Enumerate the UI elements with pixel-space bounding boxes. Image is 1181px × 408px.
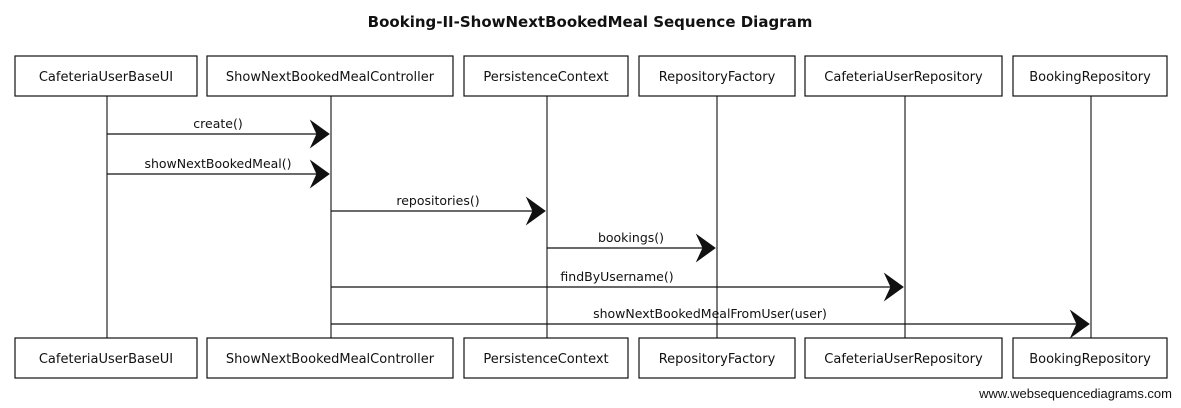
participant-box [206, 337, 454, 379]
participant-cafeteria-user-repository-bottom: CafeteriaUserRepository [804, 337, 1003, 379]
participant-cafeteria-user-base-ui-bottom: CafeteriaUserBaseUI [14, 337, 198, 379]
participant-box [804, 337, 1003, 379]
arrowhead-icon [309, 119, 330, 149]
participants-top: CafeteriaUserBaseUI ShowNextBookedMealCon… [14, 55, 1168, 97]
participant-label: PersistenceContext [483, 352, 608, 367]
participant-persistence-context-top: PersistenceContext [463, 55, 629, 97]
message-create: create() [107, 116, 330, 149]
message-label: repositories() [396, 193, 479, 208]
arrowhead-icon [695, 233, 716, 263]
messages: create() showNextBookedMeal() repositories… [107, 116, 1090, 339]
participant-label: CafeteriaUserBaseUI [39, 352, 173, 367]
arrowhead-icon [309, 159, 330, 189]
arrowhead-icon [525, 196, 546, 226]
participant-booking-repository-top: BookingRepository [1012, 55, 1168, 97]
participant-repository-factory-top: RepositoryFactory [638, 55, 796, 97]
participant-box [1012, 55, 1168, 97]
message-label: bookings() [598, 230, 664, 245]
participant-label: CafeteriaUserRepository [824, 352, 983, 367]
participant-label: RepositoryFactory [659, 70, 776, 85]
participant-label: BookingRepository [1029, 352, 1151, 367]
message-label: create() [193, 116, 242, 131]
participant-show-next-booked-meal-controller-top: ShowNextBookedMealController [206, 55, 454, 97]
participant-label: ShowNextBookedMealController [226, 70, 435, 85]
participant-box [463, 55, 629, 97]
participant-box [638, 55, 796, 97]
watermark: www.websequencediagrams.com [978, 386, 1172, 401]
participant-box [638, 337, 796, 379]
message-repositories: repositories() [331, 193, 546, 226]
message-label: showNextBookedMealFromUser(user) [593, 306, 827, 321]
message-show-next-booked-meal: showNextBookedMeal() [107, 156, 330, 189]
participant-label: RepositoryFactory [659, 352, 776, 367]
participant-box [463, 337, 629, 379]
participant-cafeteria-user-base-ui-top: CafeteriaUserBaseUI [14, 55, 198, 97]
arrowhead-icon [883, 272, 904, 302]
participant-persistence-context-bottom: PersistenceContext [463, 337, 629, 379]
arrowhead-icon [1069, 309, 1090, 339]
message-label: findByUsername() [560, 269, 673, 284]
message-bookings: bookings() [547, 230, 716, 263]
participant-label: BookingRepository [1029, 70, 1151, 85]
participant-label: CafeteriaUserRepository [824, 70, 983, 85]
participant-booking-repository-bottom: BookingRepository [1012, 337, 1168, 379]
participant-label: CafeteriaUserBaseUI [39, 70, 173, 85]
participant-repository-factory-bottom: RepositoryFactory [638, 337, 796, 379]
participant-label: ShowNextBookedMealController [226, 352, 435, 367]
participant-box [1012, 337, 1168, 379]
message-show-next-booked-meal-from-user: showNextBookedMealFromUser(user) [331, 306, 1090, 339]
lifelines [106, 96, 1092, 338]
participant-cafeteria-user-repository-top: CafeteriaUserRepository [804, 55, 1003, 97]
participant-show-next-booked-meal-controller-bottom: ShowNextBookedMealController [206, 337, 454, 379]
diagram-title: Booking-II-ShowNextBookedMeal Sequence D… [368, 13, 813, 31]
participant-box [14, 337, 198, 379]
participant-label: PersistenceContext [483, 70, 608, 85]
participant-box [206, 55, 454, 97]
message-find-by-username: findByUsername() [331, 269, 904, 302]
participants-bottom: CafeteriaUserBaseUI ShowNextBookedMealCon… [14, 337, 1168, 379]
participant-box [14, 55, 198, 97]
message-label: showNextBookedMeal() [144, 156, 291, 171]
participant-box [804, 55, 1003, 97]
